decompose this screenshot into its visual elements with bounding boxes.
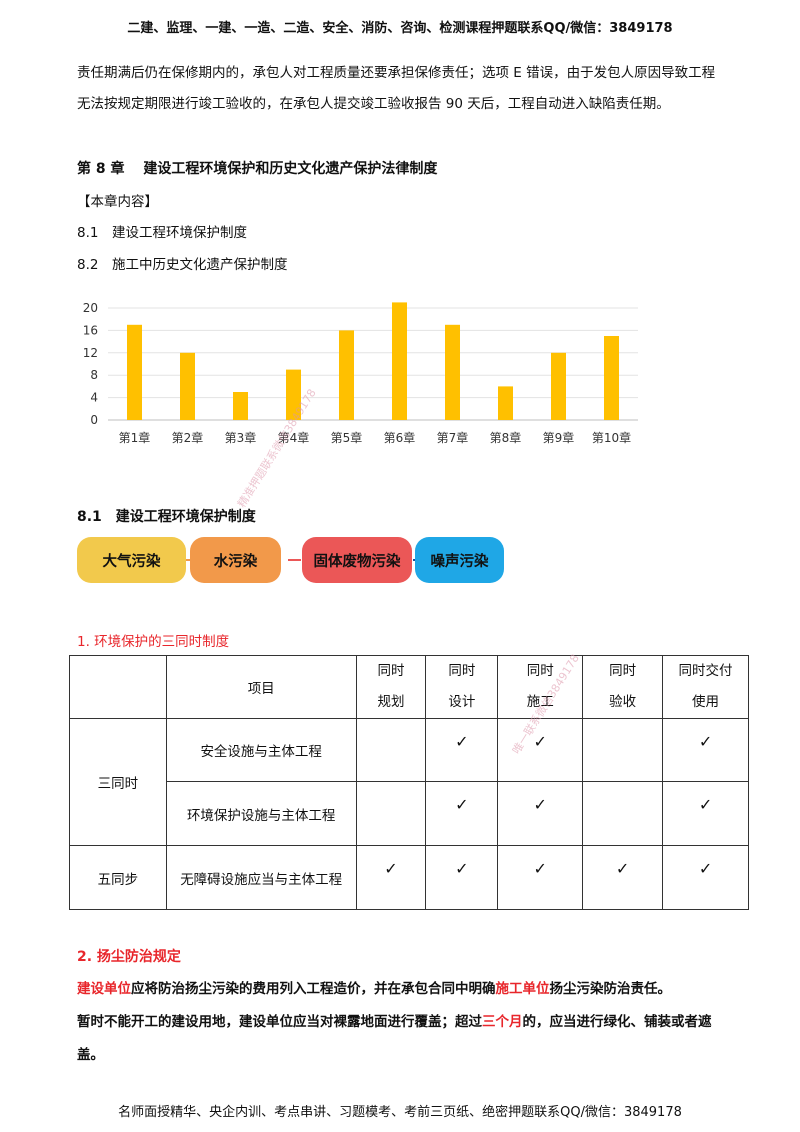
bar xyxy=(445,324,460,420)
group-label-five-sync: 五同步 xyxy=(69,845,167,910)
check-mark: ✓ xyxy=(698,731,713,751)
highlight-three-months: 三个月 xyxy=(482,1014,523,1030)
chart-bars xyxy=(127,302,619,420)
bar xyxy=(339,330,354,420)
bar xyxy=(233,392,248,420)
y-tick-label: 16 xyxy=(83,323,98,337)
header-empty-cell xyxy=(69,655,167,719)
dust-control-title: 2. 扬尘防治规定 xyxy=(77,949,181,965)
contents-label: 【本章内容】 xyxy=(77,194,158,210)
x-tick-label: 第3章 xyxy=(225,430,257,445)
check-mark: ✓ xyxy=(615,859,630,878)
group-label-three-simultaneous: 三同时 xyxy=(69,718,167,846)
x-tick-label: 第5章 xyxy=(331,430,363,445)
y-tick-label: 0 xyxy=(90,413,98,427)
y-tick-label: 12 xyxy=(83,346,98,360)
three-simultaneous-table: 项目 同时规划 同时设计 同时施工 同时验收 同时交付使用 三同时 安全设施与主… xyxy=(69,655,749,910)
x-tick-label: 第6章 xyxy=(384,430,416,445)
y-tick-label: 8 xyxy=(90,368,98,382)
row-label: 环境保护设施与主体工程 xyxy=(165,781,357,846)
check-mark: ✓ xyxy=(533,859,547,878)
highlight-construction-unit: 建设单位 xyxy=(77,981,131,997)
x-tick-label: 第10章 xyxy=(592,430,631,445)
x-tick-label: 第4章 xyxy=(278,430,310,445)
intro-line-1: 责任期满后仍在保修期内的，承包人对工程质量还要承担保修责任；选项 E 错误，由于… xyxy=(77,65,716,81)
dust-para-1: 建设单位应将防治扬尘污染的费用列入工程造价，并在承包合同中明确施工单位扬尘污染防… xyxy=(77,981,671,997)
dust-para-2: 暂时不能开工的建设用地，建设单位应当对裸露地面进行覆盖；超过三个月的，应当进行绿… xyxy=(77,1014,712,1063)
page-header: 二建、监理、一建、一造、二造、安全、消防、咨询、检测课程押题联系QQ/微信：38… xyxy=(127,21,673,36)
highlight-contractor: 施工单位 xyxy=(495,981,550,997)
bar xyxy=(604,336,619,420)
bar xyxy=(127,324,142,420)
row-label: 安全设施与主体工程 xyxy=(165,718,357,782)
pollution-pill: 噪声污染 xyxy=(415,537,504,583)
check-mark: ✓ xyxy=(533,795,547,814)
header-col-design: 同时设计 xyxy=(425,655,499,719)
pollution-pill: 固体废物污染 xyxy=(302,537,412,583)
contents-item-8-2: 8.2 施工中历史文化遗产保护制度 xyxy=(77,257,288,273)
chapter-title: 第 8 章 建设工程环境保护和历史文化遗产保护法律制度 xyxy=(77,161,438,177)
check-mark: ✓ xyxy=(455,795,469,814)
x-tick-label: 第2章 xyxy=(172,430,204,445)
check-mark: ✓ xyxy=(384,859,398,878)
header-col-deliver: 同时交付使用 xyxy=(662,655,749,719)
x-tick-label: 第9章 xyxy=(543,430,575,445)
check-mark: ✓ xyxy=(698,859,713,878)
bar xyxy=(286,369,301,420)
header-col-accept: 同时验收 xyxy=(582,655,664,719)
check-mark: ✓ xyxy=(455,859,469,878)
bar xyxy=(551,352,566,420)
page-footer: 名师面授精华、央企内训、考点串讲、习题模考、考前三页纸、绝密押题联系QQ/微信：… xyxy=(118,1105,682,1120)
header-col-construct: 同时施工 xyxy=(497,655,584,719)
intro-line-2: 无法按规定期限进行竣工验收的，在承包人提交竣工验收报告 90 天后，工程自动进入… xyxy=(77,96,670,112)
chart-gridlines xyxy=(108,307,638,421)
bar xyxy=(180,352,195,420)
pollution-pill: 水污染 xyxy=(190,537,281,583)
header-col-plan: 同时规划 xyxy=(355,655,427,719)
bar xyxy=(392,302,407,420)
table-header-row: 项目 同时规划 同时设计 同时施工 同时验收 同时交付使用 xyxy=(69,655,749,719)
check-mark: ✓ xyxy=(533,731,547,751)
y-tick-label: 4 xyxy=(90,391,98,405)
chapter-bar-chart: 0 4 8 12 16 20 第1章 第2章 第3章 第4章 第5章 第6章 第7章 第8章 第9章 第10… xyxy=(83,301,638,445)
chart-y-tick-labels: 0 4 8 12 16 20 xyxy=(83,301,98,427)
x-tick-label: 第1章 xyxy=(119,430,151,445)
three-simultaneous-title: 1. 环境保护的三同时制度 xyxy=(77,634,230,650)
y-tick-label: 20 xyxy=(83,301,98,315)
header-item: 项目 xyxy=(165,655,357,719)
table-row: 环境保护设施与主体工程 ✓ ✓ ✓ xyxy=(70,781,749,846)
x-tick-label: 第8章 xyxy=(490,430,522,445)
check-mark: ✓ xyxy=(698,795,713,814)
contents-item-8-1: 8.1 建设工程环境保护制度 xyxy=(77,225,247,241)
check-mark: ✓ xyxy=(455,731,469,751)
x-tick-label: 第7章 xyxy=(437,430,469,445)
pollution-pill: 大气污染 xyxy=(77,537,186,583)
bar xyxy=(498,386,513,420)
row-label: 无障碍设施应当与主体工程 xyxy=(165,845,357,910)
table-row: 五同步 无障碍设施应当与主体工程 ✓ ✓ ✓ ✓ ✓ xyxy=(69,845,749,910)
table-row: 三同时 安全设施与主体工程 ✓ ✓ ✓ xyxy=(69,718,749,846)
chart-x-tick-labels: 第1章 第2章 第3章 第4章 第5章 第6章 第7章 第8章 第9章 第10章 xyxy=(119,430,631,445)
section-title: 8.1 建设工程环境保护制度 xyxy=(77,509,256,525)
